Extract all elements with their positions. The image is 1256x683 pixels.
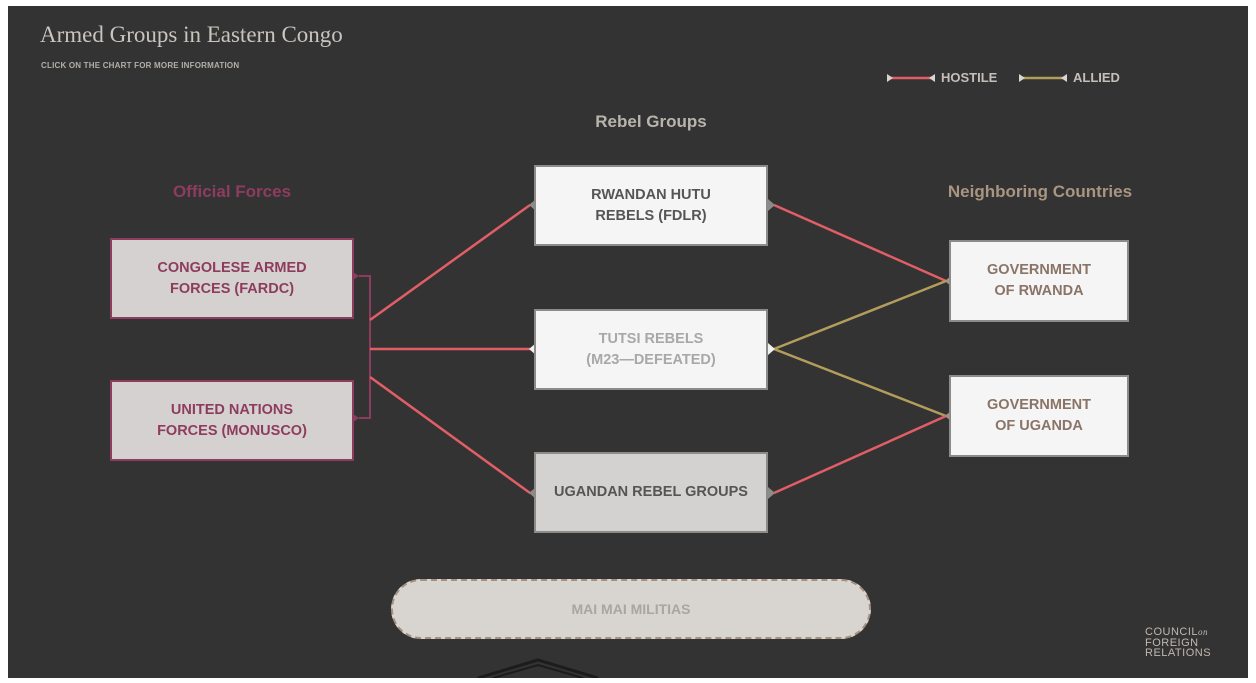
legend-hostile-label: HOSTILE — [941, 70, 998, 85]
ugandan-rebels-right-connector — [768, 487, 775, 499]
legend-hostile: HOSTILE — [887, 70, 997, 85]
allied-line-icon — [1019, 73, 1067, 82]
node-mai-mai[interactable]: MAI MAI MILITIAS — [391, 579, 871, 639]
page-subtitle: CLICK ON THE CHART FOR MORE INFORMATION — [41, 61, 240, 70]
fdlr-right-connector — [768, 199, 775, 211]
node-m23[interactable]: TUTSI REBELS (M23—DEFEATED) — [534, 309, 768, 390]
official-forces-heading: Official Forces — [172, 182, 292, 201]
legend-allied-label: ALLIED — [1073, 70, 1120, 85]
logo-line1: COUNCIL — [1145, 626, 1199, 638]
m23-right-connector — [768, 343, 775, 355]
cut-off-shape-outline — [477, 658, 599, 678]
official-ugandan-rebels-hostile-line — [369, 375, 531, 495]
logo-line1-suffix: on — [1198, 627, 1209, 637]
hostile-line-icon — [887, 73, 935, 82]
m23-rwanda-allied-line — [773, 279, 947, 351]
diagram-canvas[interactable]: Armed Groups in Eastern Congo CLICK ON T… — [8, 6, 1248, 678]
node-monusco[interactable]: UNITED NATIONS FORCES (MONUSCO) — [110, 380, 354, 461]
neighboring-countries-heading: Neighboring Countries — [947, 182, 1133, 201]
official-forces-bracket — [359, 275, 371, 419]
monusco-connector — [353, 414, 359, 422]
node-ugandan-rebels[interactable]: UGANDAN REBEL GROUPS — [534, 452, 768, 533]
ugandan-rebels-uganda-hostile-line — [773, 414, 947, 495]
relationship-lines — [353, 199, 952, 678]
node-uganda[interactable]: GOVERNMENT OF UGANDA — [949, 375, 1129, 457]
legend-allied: ALLIED — [1019, 70, 1120, 85]
logo-line2: FOREIGN — [1145, 636, 1199, 649]
fardc-connector — [353, 272, 359, 280]
m23-uganda-allied-line — [773, 347, 947, 418]
cfr-logo: COUNCILon FOREIGN RELATIONS — [1145, 627, 1211, 659]
node-rwanda[interactable]: GOVERNMENT OF RWANDA — [949, 240, 1129, 322]
logo-line3: RELATIONS — [1145, 647, 1212, 659]
rebel-groups-heading: Rebel Groups — [595, 112, 707, 131]
official-fdlr-hostile-line — [369, 203, 531, 322]
fdlr-rwanda-hostile-line — [773, 203, 947, 283]
cut-off-shape-inner — [492, 663, 584, 678]
node-fardc[interactable]: CONGOLESE ARMED FORCES (FARDC) — [110, 238, 354, 319]
page-title: Armed Groups in Eastern Congo — [40, 22, 343, 47]
node-fdlr[interactable]: RWANDAN HUTU REBELS (FDLR) — [534, 165, 768, 246]
